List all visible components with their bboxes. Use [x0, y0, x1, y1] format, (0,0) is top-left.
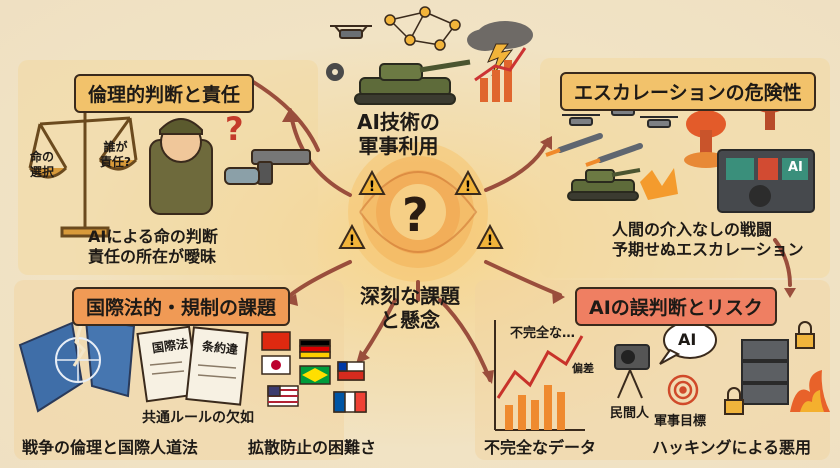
un-globe-icon: [18, 318, 136, 413]
international-title: 国際法的・規制の課題: [72, 287, 291, 326]
target-icon: [667, 374, 699, 406]
warning-icon: !: [454, 169, 482, 195]
speech-bubble-icon: [659, 321, 717, 365]
common-rule-caption: 共通ルールの欠如: [142, 410, 254, 426]
escalation-caption: 人間の介入なしの戦闘 予期せぬエスカレーション: [612, 220, 804, 260]
scale-icon: [28, 110, 138, 238]
scale-right-label: 誰が 責任?: [100, 140, 131, 170]
ethics-caption: AIによる命の判断 責任の所在が曖昧: [88, 227, 218, 267]
doc-treaty: 条約違: [201, 339, 239, 357]
ethics-title: 倫理的判断と責任: [74, 74, 255, 113]
drone-icon: [330, 25, 372, 39]
center-top-title-line1: AI技術の: [357, 110, 440, 134]
lock-icon: [724, 321, 815, 415]
bias-label: 偏差: [572, 362, 594, 375]
scale-left-line1: 命の: [30, 150, 55, 164]
warning-icon: !: [338, 223, 366, 249]
gear-icon: [326, 63, 344, 81]
scale-right-line2: 責任?: [100, 155, 131, 169]
network-icon: [384, 6, 461, 51]
ai-console-icon: [717, 149, 815, 213]
center-top-title-line2: 軍事利用: [358, 134, 439, 158]
center-bottom-title: 深刻な課題 と懸念: [360, 284, 460, 332]
scale-right-line1: 誰が: [103, 140, 128, 154]
civilian-label: 民間人: [610, 406, 650, 421]
speech-bubble-text: AI: [678, 330, 697, 349]
soldier-icon: [149, 118, 213, 215]
tank-icon: [354, 59, 471, 105]
intl-caption-right: 拡散防止の困難さ: [248, 438, 377, 457]
warning-icon: !: [358, 169, 386, 195]
gun-icon: [224, 149, 311, 185]
ai-risk-title: AIの誤判断とリスク: [575, 287, 777, 326]
escalation-caption-line2: 予期せぬエスカレーション: [612, 240, 804, 259]
drones-icon: [562, 104, 678, 128]
escalation-caption-line1: 人間の介入なしの戦闘: [612, 220, 773, 239]
server-icon: [741, 339, 789, 405]
svg-text:!: !: [487, 233, 493, 249]
svg-text:!: !: [369, 179, 375, 195]
flags-icon: [261, 331, 367, 413]
svg-text:!: !: [349, 233, 355, 249]
fire-icon: [790, 370, 830, 412]
cloud-icon: [467, 21, 533, 77]
center-question-mark: ?: [402, 188, 429, 242]
scale-left-label: 命の 選択: [30, 150, 54, 180]
ethics-caption-line2: 責任の所在が曖昧: [88, 247, 217, 266]
missile-icon: [545, 133, 643, 167]
center-swirl: [348, 142, 488, 282]
camera-icon: [614, 344, 650, 399]
growth-chart-icon: [474, 47, 527, 102]
chart-label: 不完全な…: [510, 326, 576, 341]
ai-caption-data: 不完全なデータ: [484, 438, 597, 457]
ai-caption-hacking: ハッキングによる悪用: [652, 438, 812, 457]
ai-screen-label: AI: [788, 160, 803, 175]
scale-left-line2: 選択: [30, 165, 55, 179]
warning-icon: !: [476, 223, 504, 249]
military-target-label: 軍事目標: [654, 414, 707, 429]
document-icon: [136, 325, 249, 406]
arrow-heads: [282, 108, 796, 384]
svg-text:!: !: [465, 179, 471, 195]
center-bottom-title-line2: と懸念: [380, 308, 440, 332]
ethics-caption-line1: AIによる命の判断: [88, 227, 218, 246]
center-bottom-title-line1: 深刻な課題: [360, 284, 460, 308]
escalation-title: エスカレーションの危険性: [560, 72, 816, 111]
center-top-title: AI技術の 軍事利用: [357, 110, 440, 158]
tank-icon: [567, 168, 641, 201]
intl-caption-left: 戦争の倫理と国際人道法: [22, 438, 199, 457]
flawed-data-chart-icon: [494, 320, 585, 431]
question-mark-icon: ?: [225, 110, 244, 148]
